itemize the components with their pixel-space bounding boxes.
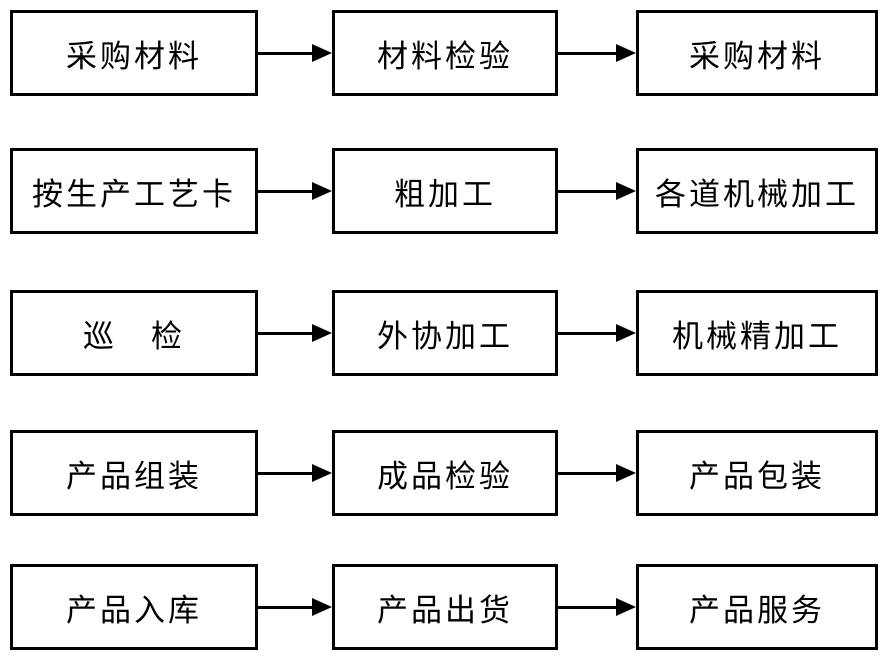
arrow-line [558,189,616,193]
arrow-head-icon [616,598,636,616]
flow-arrow [258,564,332,650]
flow-node: 各道机械加工 [636,148,878,234]
flow-arrow [558,10,636,96]
flow-row: 采购材料 材料检验 采购材料 [10,10,878,96]
flow-arrow [558,148,636,234]
flow-arrow [258,430,332,516]
arrow-head-icon [312,464,332,482]
flow-node: 材料检验 [332,10,558,96]
flow-row: 产品入库 产品出货 产品服务 [10,564,878,650]
flow-node: 巡 检 [10,290,258,376]
arrow-head-icon [616,44,636,62]
arrow-line [258,51,312,55]
flow-arrow [258,148,332,234]
arrow-line [258,189,312,193]
flow-node: 成品检验 [332,430,558,516]
arrow-head-icon [616,464,636,482]
flow-node: 采购材料 [10,10,258,96]
arrow-line [558,471,616,475]
flow-node: 机械精加工 [636,290,878,376]
flow-arrow [258,10,332,96]
flow-arrow [558,430,636,516]
arrow-line [258,605,312,609]
flow-node: 产品包装 [636,430,878,516]
flow-row: 巡 检 外协加工 机械精加工 [10,290,878,376]
arrow-line [258,331,312,335]
arrow-line [558,605,616,609]
flow-arrow [558,564,636,650]
flow-node: 外协加工 [332,290,558,376]
flow-row: 产品组装 成品检验 产品包装 [10,430,878,516]
arrow-line [558,331,616,335]
flow-node: 粗加工 [332,148,558,234]
flow-node: 产品出货 [332,564,558,650]
arrow-head-icon [616,182,636,200]
arrow-head-icon [312,182,332,200]
flow-node: 采购材料 [636,10,878,96]
arrow-head-icon [312,44,332,62]
flow-row: 按生产工艺卡 粗加工 各道机械加工 [10,148,878,234]
arrow-head-icon [616,324,636,342]
flow-node: 产品入库 [10,564,258,650]
flow-node: 产品组装 [10,430,258,516]
arrow-head-icon [312,598,332,616]
flow-node: 按生产工艺卡 [10,148,258,234]
flow-node: 产品服务 [636,564,878,650]
arrow-line [258,471,312,475]
flow-arrow [258,290,332,376]
arrow-head-icon [312,324,332,342]
flow-arrow [558,290,636,376]
arrow-line [558,51,616,55]
